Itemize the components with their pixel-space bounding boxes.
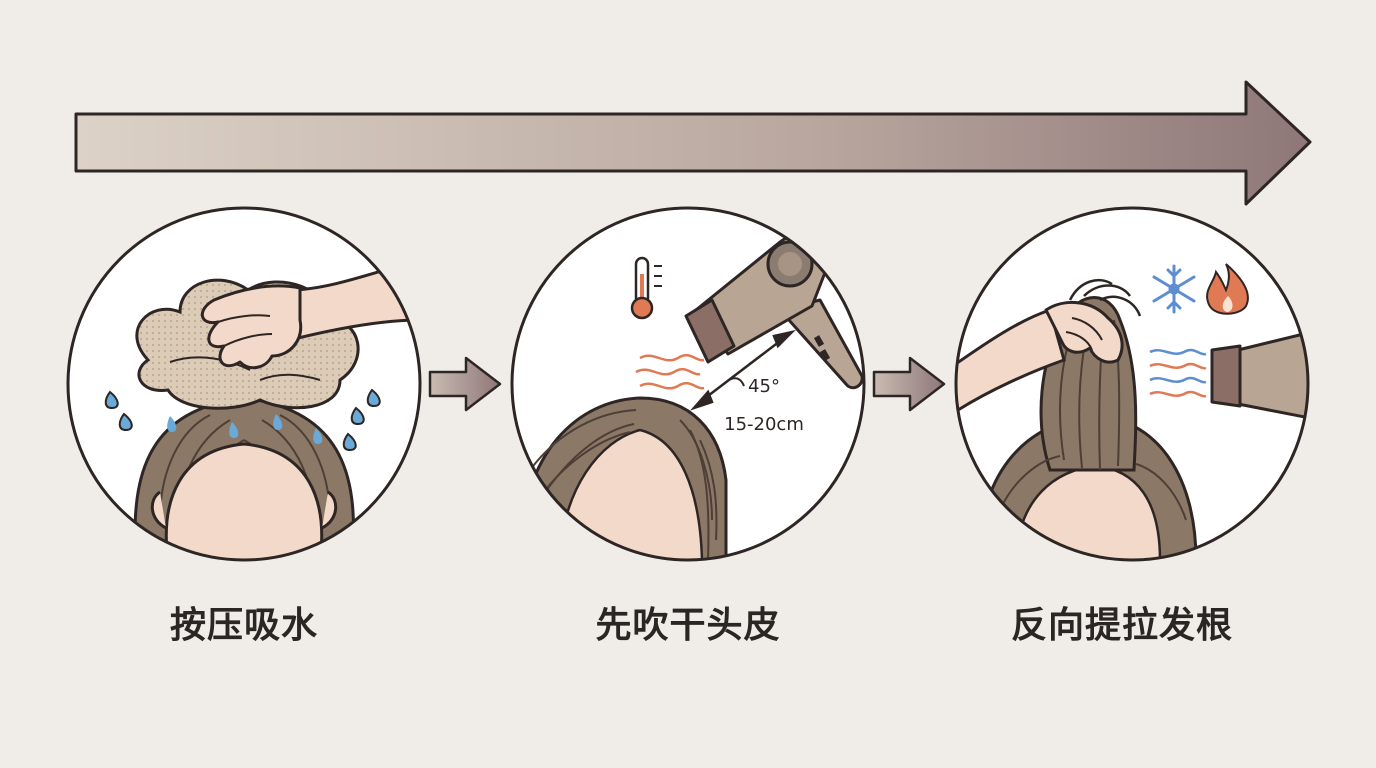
step-2-label: 先吹干头皮 — [595, 605, 781, 646]
distance-arrow — [690, 329, 796, 411]
hair-dryer-icon — [1210, 328, 1308, 422]
distance-label: 15-20cm — [724, 414, 804, 435]
step-arrow-2 — [872, 356, 946, 412]
flame-icon — [1206, 263, 1249, 315]
step-3-label: 反向提拉发根 — [1010, 605, 1233, 646]
progress-arrow — [74, 80, 1312, 206]
heat-waves-icon — [635, 353, 705, 390]
hand — [1044, 300, 1124, 364]
hand — [201, 284, 303, 370]
step-1-label: 按压吸水 — [169, 605, 318, 646]
arm — [956, 308, 1066, 413]
step-3-circle — [954, 206, 1310, 562]
hair-dryer-icon — [684, 233, 864, 390]
water-drop-icon — [104, 388, 381, 452]
step-arrow-1 — [428, 356, 502, 412]
thermometer-icon — [630, 256, 662, 320]
step-2-circle: 45° 15-20cm — [510, 206, 866, 562]
face — [164, 442, 324, 560]
angle-label: 45° — [748, 376, 780, 397]
snowflake-icon — [1152, 264, 1196, 314]
step-1-circle — [66, 206, 422, 562]
scalp — [558, 428, 704, 560]
